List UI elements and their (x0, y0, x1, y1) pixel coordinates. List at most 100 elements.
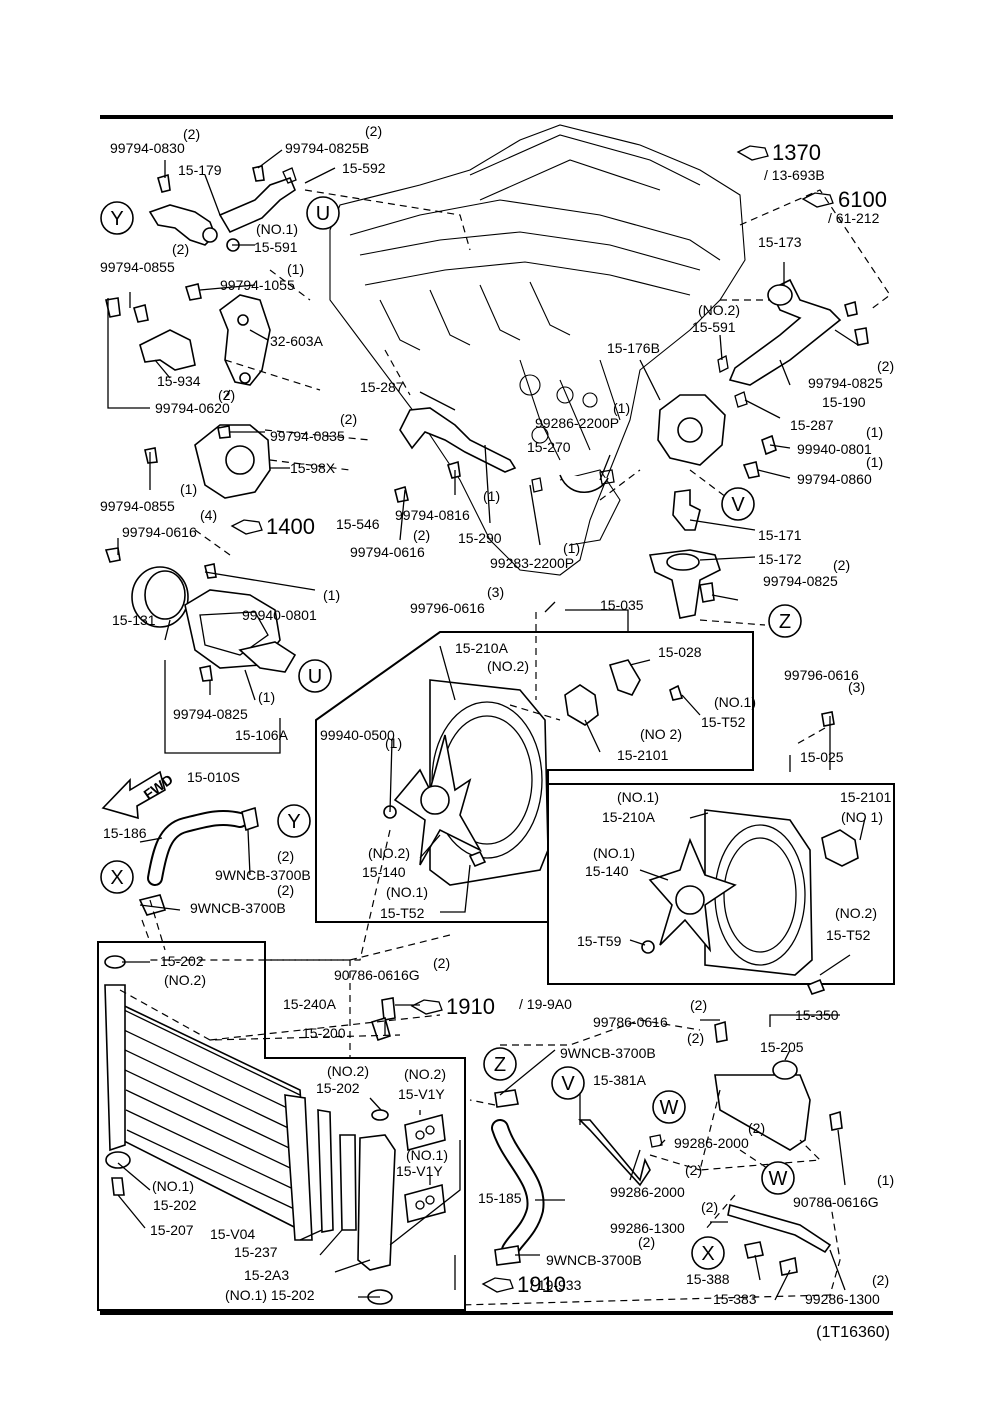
part-label: 99940-0801 (797, 441, 872, 457)
circled-marker: Y (100, 201, 134, 235)
part-label: 99286-1300 (805, 1291, 880, 1307)
part-label: 99283-2200P (490, 555, 574, 571)
part-label: (2) (183, 126, 200, 142)
circled-marker: X (691, 1236, 725, 1270)
part-label: (1) (877, 1172, 894, 1188)
part-label: 15-V1Y (396, 1163, 443, 1179)
part-label: (2) (685, 1162, 702, 1178)
part-label: (NO.2) (368, 845, 410, 861)
circled-marker: W (761, 1161, 795, 1195)
part-label: 15-140 (585, 863, 629, 879)
part-label: (3) (848, 679, 865, 695)
heater-pipe-assembly (717, 278, 869, 408)
fan-assembly-no1 (641, 711, 859, 995)
reserve-tank (578, 1020, 843, 1276)
part-label: 99796-0616 (410, 600, 485, 616)
marker-letter: Z (494, 1054, 506, 1076)
part-label: 15-202 (160, 953, 204, 969)
marker-ring (768, 604, 802, 638)
circled-marker: Z (768, 604, 802, 638)
part-label: (2) (277, 882, 294, 898)
part-label: (NO.2) (698, 302, 740, 318)
fan-assembly-no2 (383, 659, 684, 886)
part-label: 15-205 (760, 1039, 804, 1055)
part-label: 15-207 (150, 1222, 194, 1238)
marker-letter: Z (779, 611, 791, 633)
part-label: (NO.2) (164, 972, 206, 988)
part-label: (4) (200, 507, 217, 523)
part-label: 99794-0816 (395, 507, 470, 523)
part-label: 90786-0616G (793, 1194, 879, 1210)
part-label: (1) (866, 424, 883, 440)
part-label: 15-240A (283, 996, 337, 1012)
marker-letter: W (660, 1097, 679, 1119)
part-label: 15-381A (593, 1072, 647, 1088)
circled-marker: W (652, 1090, 686, 1124)
part-label: 99286-2000 (674, 1135, 749, 1151)
part-label: 99286-1300 (610, 1220, 685, 1236)
marker-ring (100, 201, 134, 235)
part-label: (NO.1) (593, 845, 635, 861)
part-label: 15-290 (458, 530, 502, 546)
part-label: 15-591 (692, 319, 736, 335)
thermostat-housing (144, 424, 271, 499)
part-label: (2) (365, 123, 382, 139)
part-label: (NO.1) (617, 789, 659, 805)
marker-letter: V (731, 494, 745, 516)
part-label: 15-131 (112, 612, 156, 628)
marker-letter: W (769, 1168, 788, 1190)
part-label: 15-2101 (840, 789, 892, 805)
part-label: 99794-0860 (797, 471, 872, 487)
part-label: 90786-0616G (334, 967, 420, 983)
reference-number: 1910 (446, 994, 495, 1019)
part-label: (2) (638, 1234, 655, 1250)
part-label: 32-603A (270, 333, 324, 349)
part-label: 15-388 (686, 1271, 730, 1287)
dashed-lines (119, 189, 891, 1310)
part-label: (2) (413, 527, 430, 543)
marker-letter: X (110, 867, 123, 889)
part-label: (2) (748, 1120, 765, 1136)
fan-box-no1 (547, 783, 895, 985)
part-label: (NO.1) (386, 884, 428, 900)
part-label: (2) (277, 848, 294, 864)
part-label: 15-210A (455, 640, 509, 656)
part-label: (1) (483, 488, 500, 504)
part-label: 15-179 (178, 162, 222, 178)
part-label: 15-176B (607, 340, 660, 356)
marker-ring (306, 196, 340, 230)
part-label: (3) (487, 584, 504, 600)
part-label: 15-T59 (577, 933, 622, 949)
part-label: 15-172 (758, 551, 802, 567)
part-label: 15-V1Y (398, 1086, 445, 1102)
part-label: 9WNCB-3700B (190, 900, 286, 916)
marker-ring (652, 1090, 686, 1124)
part-label: 15-200 (302, 1025, 346, 1041)
part-label: 15-591 (254, 239, 298, 255)
part-label: 99940-0500 (320, 727, 395, 743)
part-label: (NO.2) (835, 905, 877, 921)
circled-marker: Z (483, 1047, 517, 1081)
part-label: 99794-0825 (808, 375, 883, 391)
part-label: 15-98X (290, 460, 336, 476)
marker-ring (721, 487, 755, 521)
reference-number: 1370 (772, 140, 821, 165)
lower-hose (491, 1089, 545, 1266)
part-label: (2) (701, 1199, 718, 1215)
part-label: 15-186 (103, 825, 147, 841)
part-label: 99794-0620 (155, 400, 230, 416)
thermostat-parts (648, 489, 721, 619)
part-label: 15-270 (527, 439, 571, 455)
part-label: 15-2A3 (244, 1267, 289, 1283)
circled-marker: X (100, 860, 134, 894)
part-label: 99794-0830 (110, 140, 185, 156)
part-label: (2) (872, 1272, 889, 1288)
marker-ring (483, 1047, 517, 1081)
part-label: 9WNCB-3700B (215, 867, 311, 883)
part-label: 15-287 (790, 417, 834, 433)
reference-number: 1400 (266, 514, 315, 539)
part-label: 15-190 (822, 394, 866, 410)
